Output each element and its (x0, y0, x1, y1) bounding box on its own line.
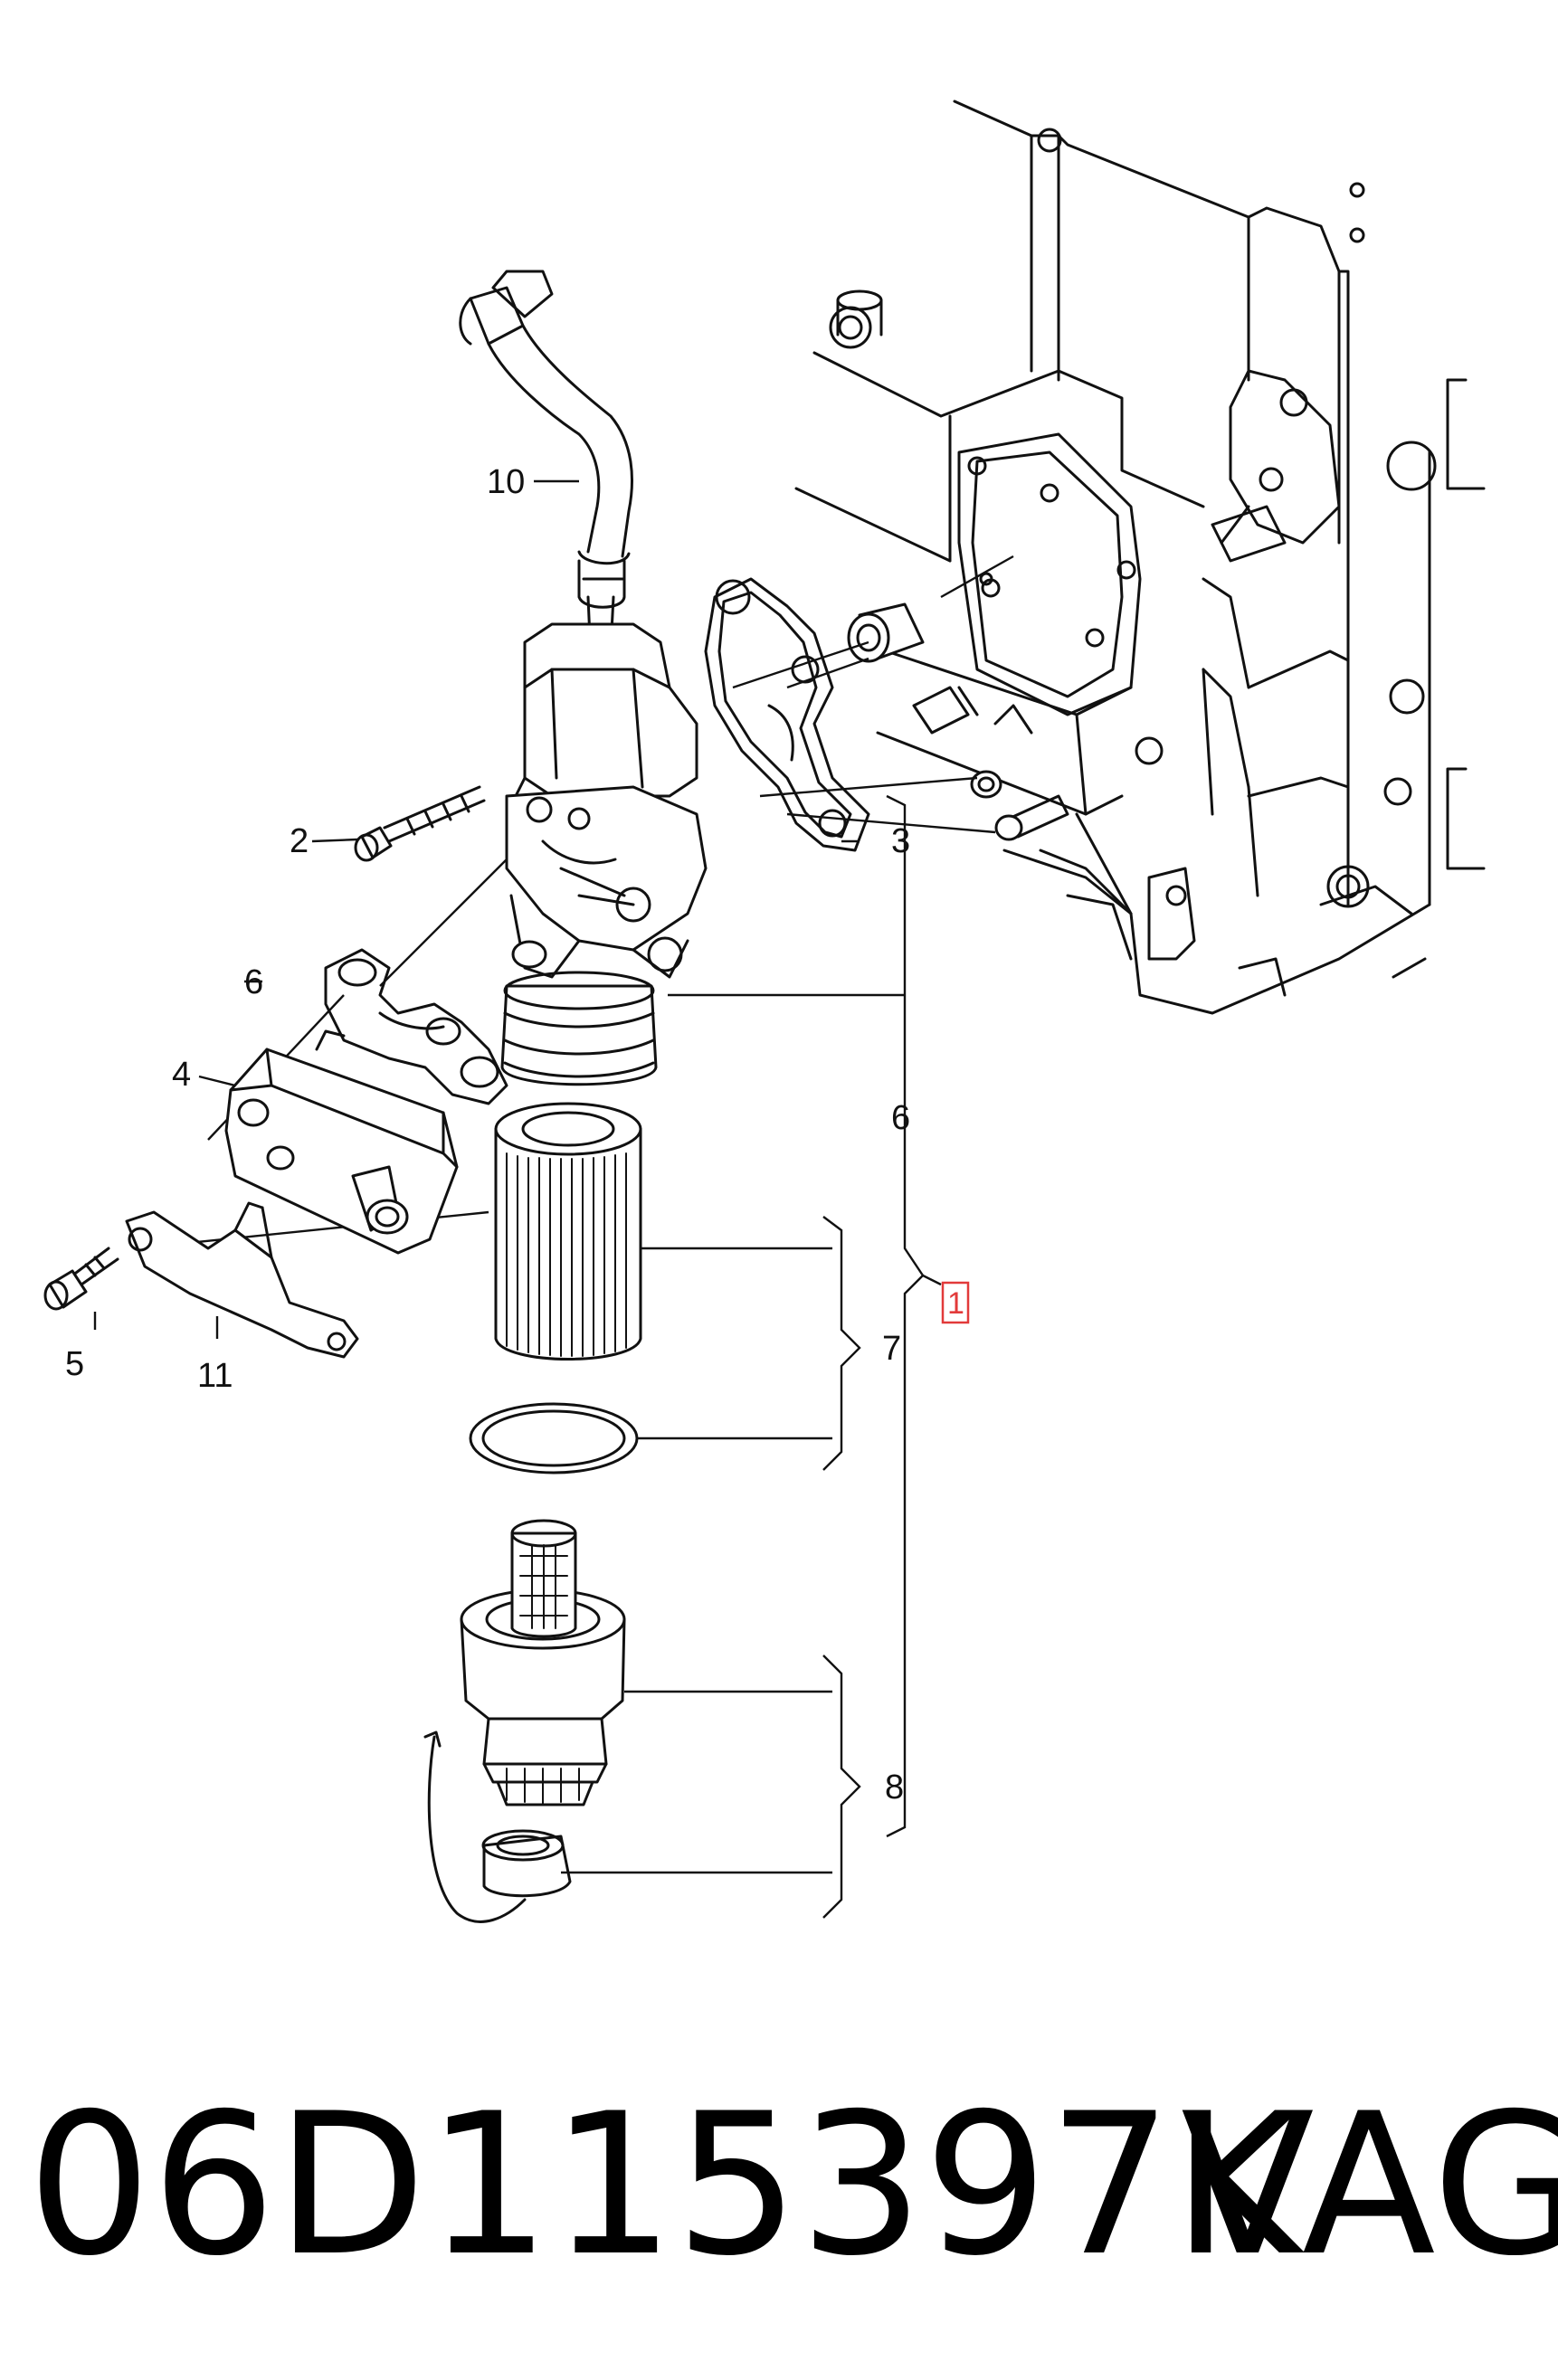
callout-1-highlight: 1 (941, 1281, 970, 1324)
oil-cooler (224, 1029, 459, 1255)
gasket-upper (704, 577, 870, 852)
filter-cap (423, 1519, 626, 1923)
oil-filter-housing (500, 622, 708, 1086)
callout-2: 2 (290, 822, 309, 860)
callout-4: 4 (172, 1056, 191, 1094)
part-number: 06D115397K (27, 2072, 1306, 2299)
o-ring (469, 1402, 639, 1474)
connector-to-1 (922, 1274, 942, 1286)
callout-6-left: 6 (244, 963, 263, 1001)
callout-7: 7 (882, 1330, 901, 1368)
group-bracket-1 (886, 794, 925, 1838)
bolt-5 (43, 1247, 119, 1311)
callout-1: 1 (947, 1286, 964, 1321)
callout-10: 10 (487, 463, 525, 501)
mounting-bracket (125, 1201, 359, 1359)
filter-element (494, 1102, 642, 1361)
callout-8: 8 (885, 1768, 904, 1806)
engine-block (794, 100, 1486, 1015)
bolt-2 (354, 785, 486, 862)
callout-6-right: 6 (891, 1099, 910, 1137)
gasket-lower (324, 948, 508, 1105)
group-bracket-7 (822, 1216, 861, 1471)
group-bracket-8 (822, 1655, 861, 1919)
leader-lines (93, 479, 905, 1874)
callout-5: 5 (65, 1345, 84, 1383)
alignment-lines (135, 555, 1014, 1250)
highlight-box (941, 1281, 970, 1324)
callout-11: 11 (197, 1357, 233, 1395)
callout-3: 3 (891, 822, 910, 860)
brand-name: VAG (1181, 2072, 1558, 2299)
